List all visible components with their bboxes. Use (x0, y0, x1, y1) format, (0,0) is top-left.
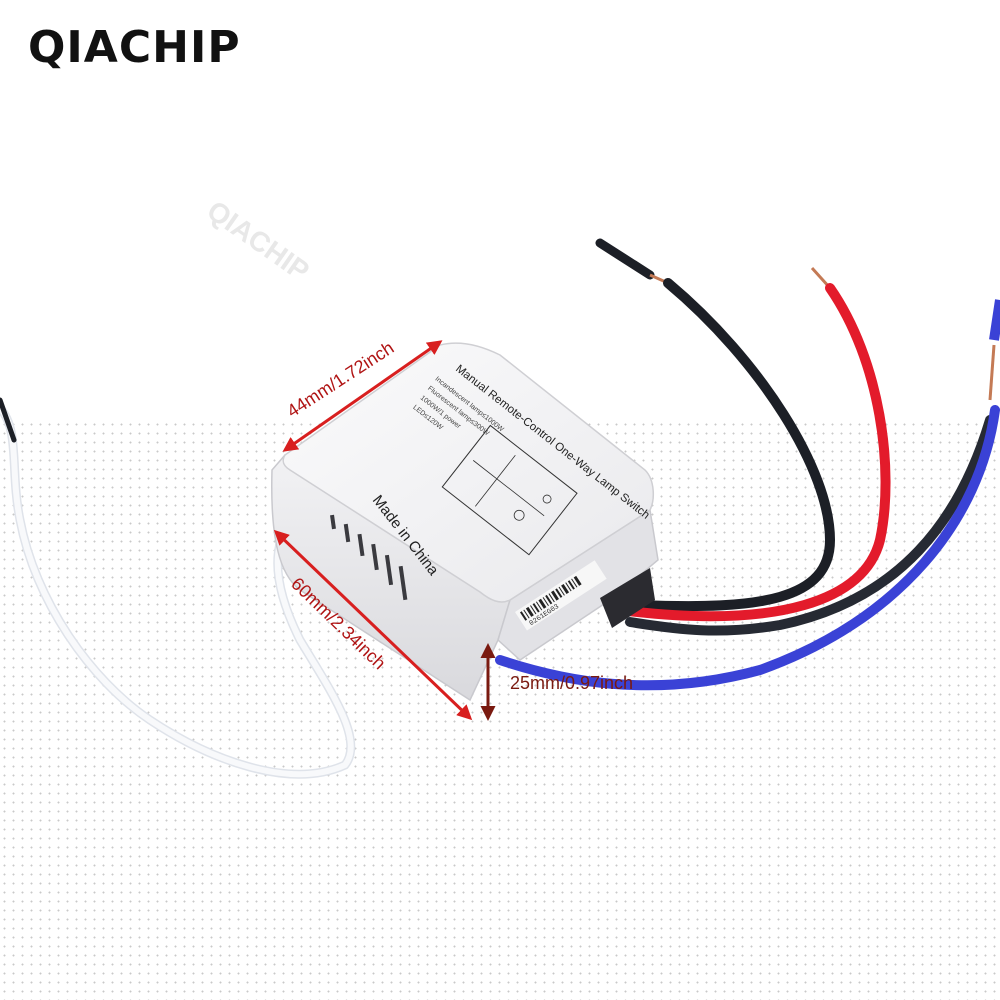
brand-logo: QIACHIP (28, 22, 241, 73)
wiring-diagram (441, 424, 578, 556)
blue-wire (495, 299, 1000, 691)
watermark-text: QIACHIP (202, 195, 315, 287)
second-black-wire (625, 415, 995, 636)
red-wire (615, 266, 891, 622)
barcode-sticker: 0261EG03 (515, 560, 607, 631)
height-dimension: 25mm/0.97inch (480, 643, 633, 721)
black-wire (595, 238, 836, 612)
height-dimension-label: 25mm/0.97inch (510, 673, 633, 693)
